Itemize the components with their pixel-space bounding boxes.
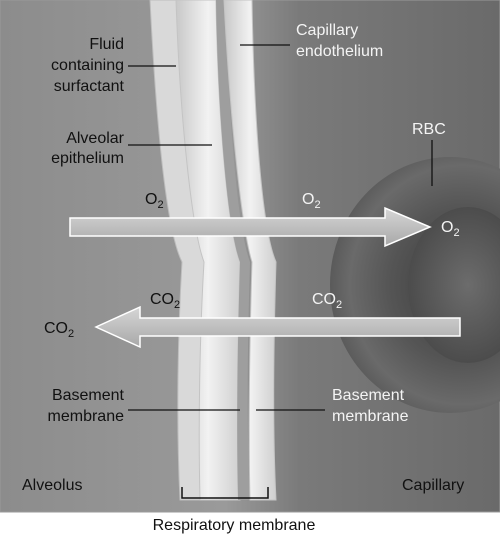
gas-co2-right: CO2 — [312, 291, 342, 311]
label-alveolar-2: epithelium — [51, 150, 124, 167]
label-capillary-endothelium-2: endothelium — [296, 43, 383, 60]
label-fluid-3: surfactant — [54, 78, 125, 95]
gas-co2-left: CO2 — [150, 291, 180, 311]
label-fluid-1: Fluid — [89, 36, 124, 53]
co2-arrow — [94, 305, 461, 349]
label-basement-right-2: membrane — [332, 408, 409, 425]
label-alveolus: Alveolus — [22, 477, 82, 494]
leader-lines — [128, 44, 433, 411]
respiratory-membrane-bracket — [181, 487, 269, 499]
gas-o2-left: O2 — [145, 191, 164, 211]
label-basement-right-1: Basement — [332, 387, 405, 404]
o2-arrow — [69, 206, 432, 248]
label-fluid-2: containing — [51, 57, 124, 74]
label-basement-left-1: Basement — [52, 387, 125, 404]
membrane-layers — [149, 0, 277, 501]
panel-border — [0, 0, 500, 513]
label-basement-left-2: membrane — [48, 408, 125, 425]
gas-co2-arrowhead: CO2 — [44, 320, 74, 340]
label-rbc: RBC — [412, 121, 446, 138]
gas-o2-rbc: O2 — [441, 219, 460, 239]
gas-o2-middle: O2 — [302, 191, 321, 211]
label-capillary: Capillary — [402, 477, 464, 494]
capillary-endothelium-layer — [223, 0, 277, 501]
label-capillary-endothelium-1: Capillary — [296, 22, 358, 39]
basement-membrane-layer — [216, 0, 250, 500]
label-alveolar-1: Alveolar — [66, 130, 124, 147]
label-respiratory-membrane: Respiratory membrane — [153, 517, 316, 534]
